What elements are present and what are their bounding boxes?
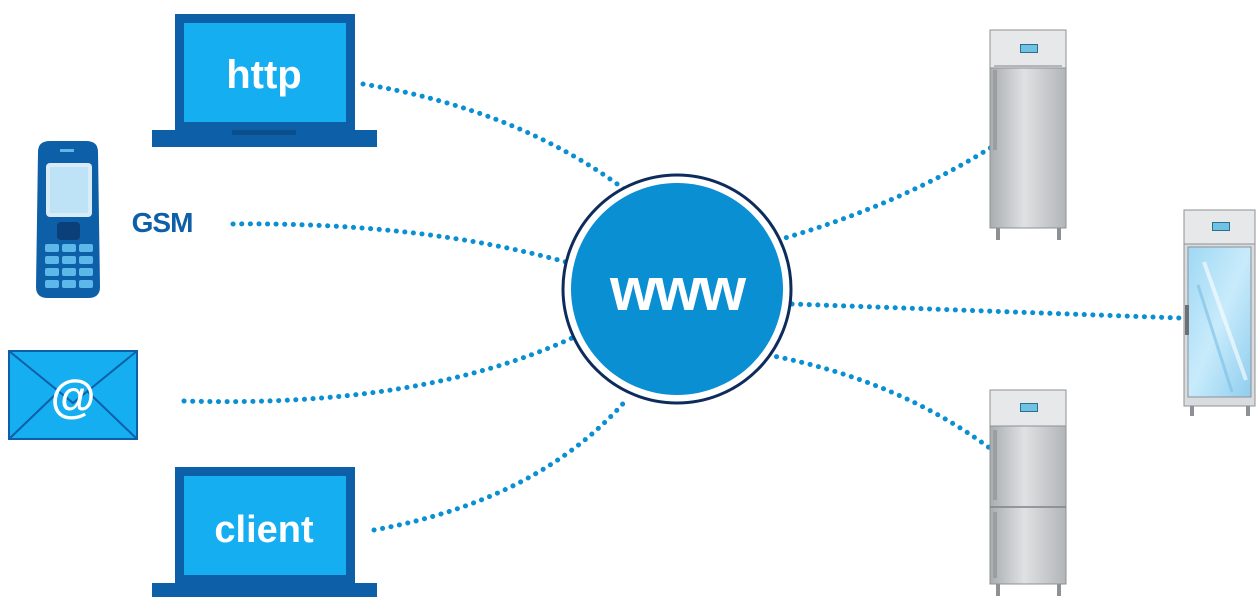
client-laptop: client (152, 467, 377, 597)
cabinet-two-door (989, 389, 1067, 596)
email-at-label: @ (51, 370, 96, 422)
gsm-label: GSM (132, 207, 193, 238)
link-cabinet-middle (789, 301, 1183, 321)
www-hub: www (561, 173, 793, 405)
link-client (371, 395, 631, 533)
link-email (181, 335, 575, 405)
hub-label: www (609, 256, 746, 323)
cabinet-glass-door (1183, 209, 1256, 416)
gsm-phone (36, 141, 100, 298)
link-gsm (230, 221, 569, 265)
cabinet-solid-door (989, 29, 1067, 240)
client-label: client (214, 509, 314, 551)
link-cabinet-top (775, 142, 998, 243)
http-laptop: http (152, 14, 377, 147)
http-label: http (226, 53, 302, 97)
link-cabinet-bottom (765, 352, 998, 455)
email-envelope: @ (8, 350, 138, 440)
link-http (360, 81, 631, 195)
